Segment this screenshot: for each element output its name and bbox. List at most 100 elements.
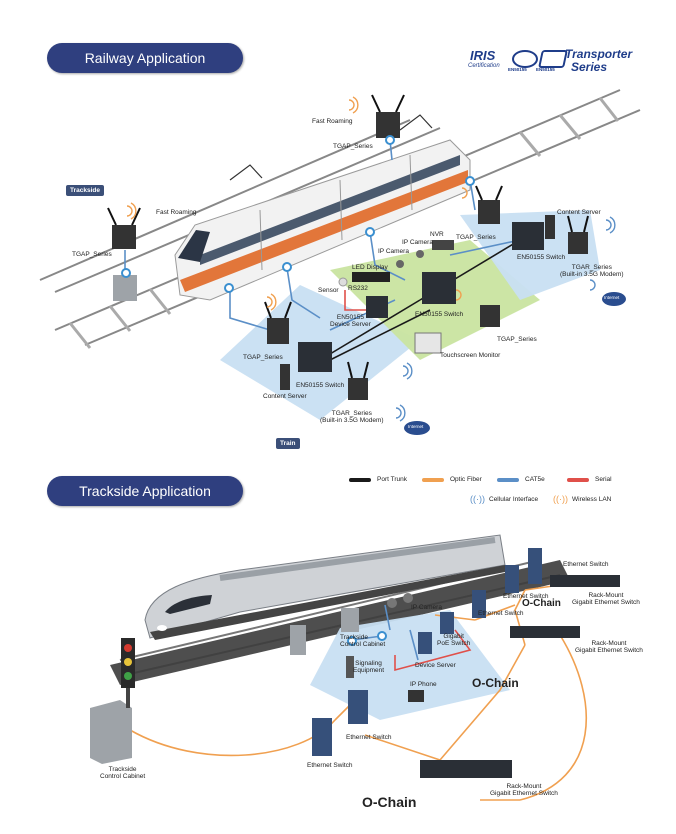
- legend-cat5e: CAT5e: [497, 476, 545, 483]
- tgar-right-label-line2: (Built-in 3.5G Modem): [560, 271, 624, 279]
- railway-train: [174, 114, 471, 301]
- trackside-serial-line: [394, 629, 472, 672]
- railway-connection-dots: [121, 135, 475, 293]
- rack-mount-mid-label-line2: Gigabit Ethernet Switch: [575, 647, 643, 655]
- ip-camera-trackside-device-2: [403, 593, 413, 603]
- internet-cloud-icon-2: [404, 421, 430, 435]
- rack-mount-bottom-label-line1: Rack-Mount: [506, 783, 542, 790]
- iris-logo-text: IRIS: [470, 48, 496, 63]
- trackside-post-device: [290, 625, 306, 655]
- tgar-device-bottom: [347, 361, 369, 400]
- fast-roaming-left-label: Fast Roaming: [156, 209, 197, 216]
- tgar-bottom-label-line2: (Built-in 3.5G Modem): [320, 417, 384, 425]
- nvr-label: NVR: [430, 231, 444, 238]
- en50155-device-server-label-line2: Device Server: [330, 321, 371, 329]
- ethernet-switch-a-device: [505, 565, 519, 593]
- tgar-right-label: TGAR_Series (Built-in 3.5G Modem): [560, 264, 624, 278]
- gigabit-poe-switch-label-line1: Gigabit: [443, 633, 464, 640]
- ochain-mid-label: O-Chain: [472, 676, 519, 690]
- rack-mount-switch-mid-device: [510, 626, 580, 638]
- ethernet-switch-d-label: Ethernet Switch: [307, 762, 353, 769]
- ip-phone-label: IP Phone: [410, 681, 437, 688]
- legend-port-trunk: Port Trunk: [349, 476, 407, 483]
- led-display-label: LED Display: [352, 264, 388, 271]
- internet-cloud-icon-1: [602, 292, 626, 306]
- device-server-trackside-label: Device Server: [415, 662, 456, 669]
- railway-sleepers: [68, 97, 620, 349]
- tgap-bottom-left-label: TGAP_Series: [243, 354, 283, 361]
- en50155-switch-bottom-label: EN50155 Switch: [296, 382, 345, 389]
- tgar-device-right: [567, 215, 589, 254]
- tgap-top-label: TGAP_Series: [333, 143, 373, 150]
- legend-wireless: ((·))Wireless LAN: [553, 494, 612, 504]
- device-server-trackside-device: [418, 632, 432, 654]
- rack-mount-bottom-label: Rack-Mount Gigabit Ethernet Switch: [490, 783, 558, 797]
- en50155-badge-2: EN50155: [536, 67, 555, 72]
- rack-mount-switch-bottom-device: [420, 760, 512, 778]
- tgap-device-left: [107, 207, 141, 249]
- train-network-panel-blue-right: [460, 210, 600, 300]
- content-server-right-device: [545, 215, 555, 239]
- nvr-device: [432, 240, 454, 250]
- tgap-device-right: [475, 185, 503, 224]
- tgap-left-label: TGAP_Series: [72, 251, 112, 258]
- en50155-switch-center-label: EN50155 Switch: [415, 311, 464, 318]
- rack-mount-mid-label-line1: Rack-Mount: [591, 640, 627, 647]
- tgar-right-label-line1: TGAR_Series: [571, 264, 612, 271]
- rack-mount-top-label-line1: Rack-Mount: [588, 592, 624, 599]
- content-server-bottom-label: Content Server: [263, 393, 307, 400]
- wireless-icons-railway: [126, 96, 468, 311]
- en50155-switch-right-label: EN50155 Switch: [517, 254, 566, 261]
- en50155-badge-icon: [512, 50, 538, 68]
- signaling-equipment-device: [346, 656, 354, 678]
- train-tag: Train: [276, 438, 300, 449]
- trackside-track-bed: [110, 560, 570, 685]
- legend-cellular: ((·))Cellular Interface: [470, 494, 539, 504]
- ochain-top-label: O-Chain: [522, 598, 561, 609]
- legend-optic-fiber-swatch: [422, 477, 444, 482]
- rack-mount-top-label-line2: Gigabit Ethernet Switch: [572, 599, 640, 607]
- ethernet-switch-top-device: [528, 548, 542, 584]
- tgap-device-mid-right: [480, 305, 500, 327]
- series-logo-text: Series: [571, 60, 608, 74]
- tgap-device-top: [371, 94, 405, 138]
- ochain-bottom-label: O-Chain: [362, 794, 417, 810]
- trackside-cabinet-label-line1: Trackside: [340, 634, 368, 641]
- trackside-section-title: Trackside Application: [47, 476, 243, 506]
- ethernet-switch-c-label: Ethernet Switch: [346, 734, 392, 741]
- trackside-cabinet-railway: [113, 275, 137, 301]
- ip-phone-device: [408, 690, 424, 702]
- trackside-optic-fiber: [129, 584, 587, 801]
- ip-camera-device-1: [416, 250, 424, 258]
- tgap-right-label: TGAP_Series: [456, 234, 496, 241]
- railway-serial-line: [344, 290, 370, 311]
- ethernet-switch-b-device: [472, 590, 486, 618]
- en50155-switch-bottom-device: [298, 342, 332, 372]
- ethernet-switch-top-label: Ethernet Switch: [563, 561, 609, 568]
- trackside-connection-dots: [347, 631, 387, 646]
- trackside-cabinet-label-line2: Control Cabinet: [340, 641, 386, 649]
- ethernet-switch-b-label: Ethernet Switch: [478, 610, 524, 617]
- ip-camera-device-2: [396, 260, 404, 268]
- gigabit-poe-switch-label: Gigabit PoE Switch: [437, 633, 470, 647]
- certification-logo: IRIS Certification EN50155 EN50155 Trans…: [468, 47, 638, 78]
- signaling-equipment-label-line1: Signaling: [355, 660, 382, 667]
- led-display-device: [352, 272, 390, 282]
- en50155-device-server-label: EN50155 Device Server: [330, 314, 371, 328]
- trackside-cabinet-label: Trackside Control Cabinet: [340, 634, 385, 648]
- fast-roaming-top-label: Fast Roaming: [312, 118, 353, 125]
- rs232-label: RS232: [348, 285, 368, 292]
- en50155-device-server-device: [366, 296, 388, 318]
- content-server-right-label: Content Server: [557, 209, 601, 216]
- trackside-cabinet-left-label-line2: Control Cabinet: [100, 773, 146, 781]
- sensor-label: Sensor: [318, 287, 339, 294]
- trackside-cabinet-device: [341, 608, 359, 632]
- internet-label-2: Internet: [408, 424, 424, 429]
- transporter-logo-text: Transporter: [565, 47, 633, 61]
- en50155-device-server-label-line1: EN50155: [336, 314, 364, 321]
- content-server-bottom-device: [280, 364, 290, 390]
- trackside-tag: Trackside: [66, 185, 104, 196]
- internet-label-1: Internet: [604, 295, 620, 300]
- touchscreen-monitor-label: Touchscreen Monitor: [440, 352, 501, 359]
- gigabit-poe-switch-label-line2: PoE Switch: [437, 640, 471, 648]
